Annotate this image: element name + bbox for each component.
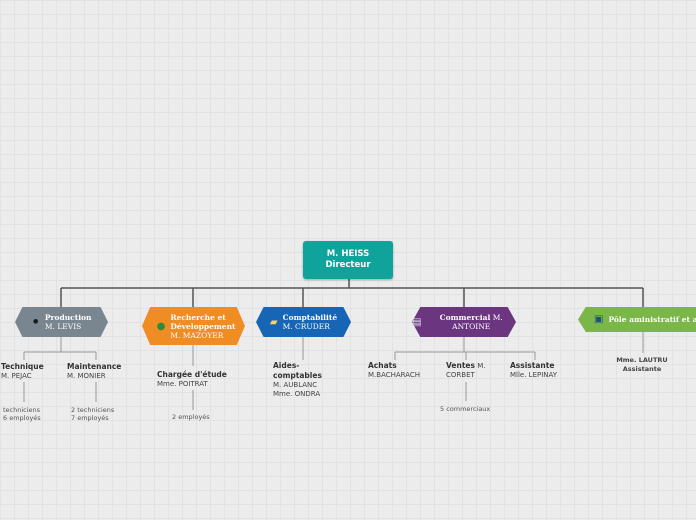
maintenance-details: 2 techniciens 7 employés xyxy=(71,406,114,422)
assistante-label: Assistante Mlle. LEPINAY xyxy=(510,361,557,380)
rd-person: M. MAZOYER xyxy=(170,330,224,340)
technique-title: Technique xyxy=(1,362,44,371)
node-comptabilite[interactable]: ▰ Comptabilité M. CRUDER xyxy=(256,307,351,337)
node-recherche-developpement[interactable]: ● Recherche et Développement M. MAZOYER xyxy=(142,307,245,345)
compta-title: Comptabilité xyxy=(282,313,338,322)
chargee-detail: 2 employés xyxy=(172,413,210,421)
ventes-person-b: CORBET xyxy=(446,371,475,379)
aides-title-2: comptables xyxy=(273,371,322,380)
ventes-detail: 5 commerciaux xyxy=(440,405,491,413)
globe-icon: ● xyxy=(156,320,166,332)
aides-person-1: M. AUBLANC xyxy=(273,381,318,389)
lautru-label: Mme. LAUTRU Assistante xyxy=(612,356,672,374)
aides-title-1: Aides- xyxy=(273,361,300,370)
maintenance-detail-2: 7 employés xyxy=(71,414,109,422)
rd-title: Recherche et Développement xyxy=(170,312,236,331)
chargee-person: Mme. POITRAT xyxy=(157,380,208,388)
maintenance-label: Maintenance M. MONIER xyxy=(67,362,121,381)
ventes-title: Ventes xyxy=(446,361,475,370)
maintenance-person: M. MONIER xyxy=(67,372,106,380)
aides-person-2: Mme. ONDRA xyxy=(273,390,321,398)
achats-person: M.BACHARACH xyxy=(368,371,421,379)
technique-person: M. PEJAC xyxy=(1,372,32,380)
chargee-etude-label: Chargée d'étude Mme. POITRAT xyxy=(157,370,227,389)
technique-label: Technique M. PEJAC xyxy=(1,362,44,381)
chargee-title: Chargée d'étude xyxy=(157,370,227,379)
computer-icon: ▣ xyxy=(594,314,604,325)
folder-icon: ▰ xyxy=(269,316,278,328)
ventes-label: Ventes M. CORBET xyxy=(446,361,485,380)
assistante-person: Mlle. LEPINAY xyxy=(510,371,558,379)
achats-label: Achats M.BACHARACH xyxy=(368,361,420,380)
commercial-person: M. ANTOINE xyxy=(452,313,503,331)
node-commercial[interactable]: ▤ Commercial M. ANTOINE xyxy=(412,307,516,337)
technique-detail-2: 6 employés xyxy=(3,414,41,422)
lautru-role: Assistante xyxy=(622,365,662,373)
director-role: Directeur xyxy=(325,260,371,270)
achats-title: Achats xyxy=(368,361,397,370)
production-person: M. LEVIS xyxy=(44,322,82,331)
assistante-title: Assistante xyxy=(510,361,555,370)
black-circle-icon: ⚫ xyxy=(31,316,40,328)
maintenance-title: Maintenance xyxy=(67,362,122,371)
ventes-person-a: M. xyxy=(477,362,486,370)
technique-details: techniciens 6 employés xyxy=(3,406,41,422)
maintenance-detail-1: 2 techniciens xyxy=(71,406,115,414)
node-production[interactable]: ⚫ Production M. LEVIS xyxy=(15,307,108,337)
commercial-title: Commercial xyxy=(439,313,491,322)
node-pole-administratif[interactable]: ▣ Pôle aministratif et accueil xyxy=(578,307,696,332)
admin-title: Pôle aministratif et accueil xyxy=(608,315,696,324)
production-title: Production xyxy=(44,313,92,322)
technique-detail-1: techniciens xyxy=(3,406,41,414)
director-name: M. HEISS xyxy=(326,249,370,259)
compta-person: M. CRUDER xyxy=(282,322,330,331)
document-icon: ▤ xyxy=(412,316,422,328)
root-node-director[interactable]: M. HEISS Directeur xyxy=(303,241,393,279)
lautru-name: Mme. LAUTRU xyxy=(616,356,668,364)
aides-comptables-label: Aides- comptables M. AUBLANC Mme. ONDRA xyxy=(273,361,322,399)
